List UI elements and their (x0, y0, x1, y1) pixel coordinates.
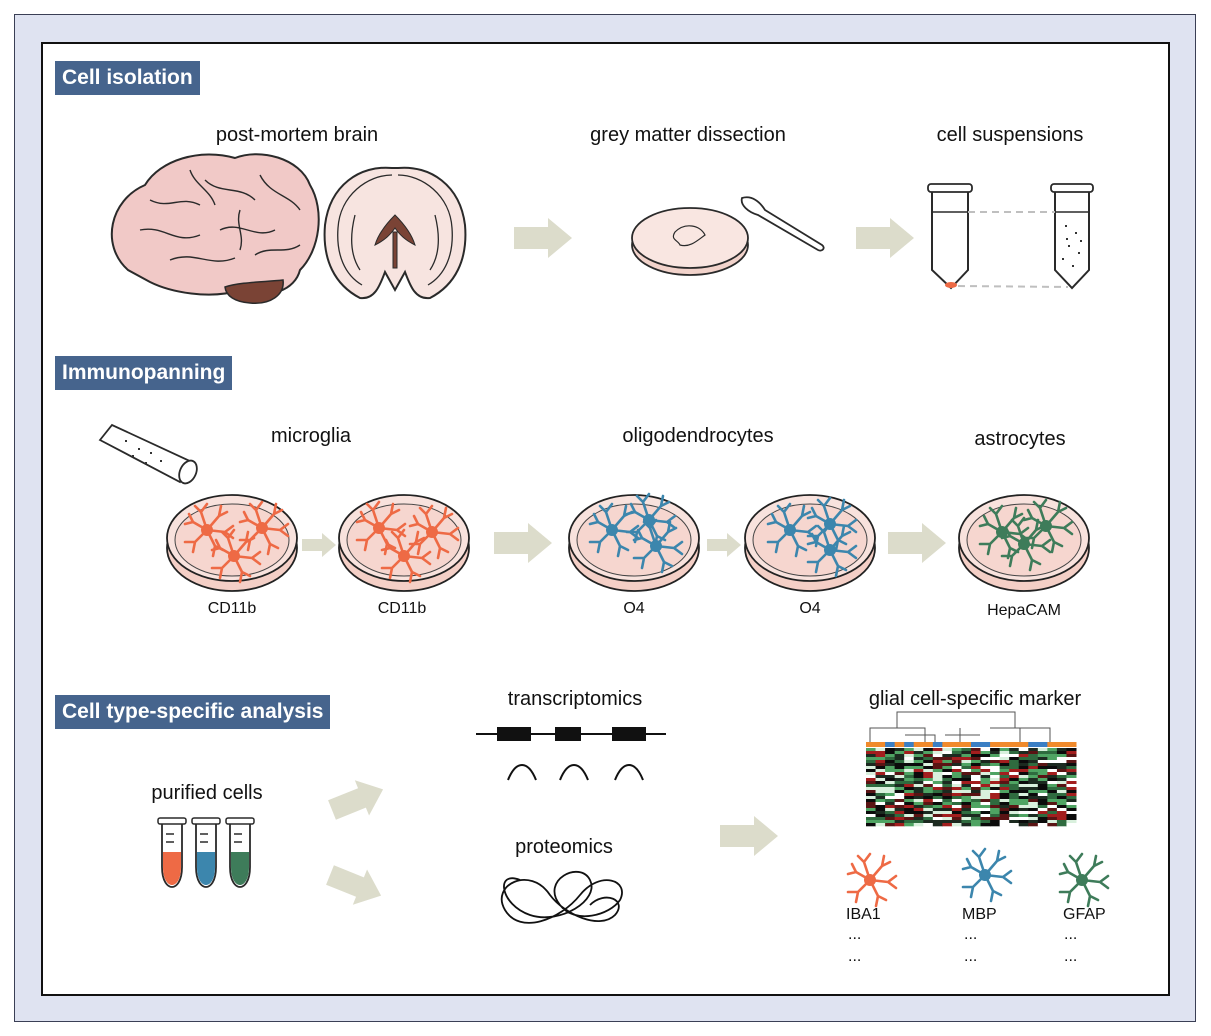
split-arrow-down (322, 857, 389, 914)
transcript-icon (476, 727, 666, 781)
label-astrocytes: astrocytes (974, 428, 1066, 450)
protein-icon (500, 870, 623, 924)
label-microglia: microglia (270, 425, 352, 447)
dish-marker-label: O4 (623, 600, 645, 617)
section-title-cell-isolation: Cell isolation (55, 61, 200, 95)
label-oligodendrocytes: oligodendrocytes (622, 425, 774, 447)
marker-ellipsis: ... (964, 926, 978, 943)
marker-ellipsis: ... (964, 948, 978, 965)
label-glial-marker: glial cell-specific marker (868, 688, 1082, 710)
dish-marker-label: CD11b (377, 600, 427, 617)
label-post-mortem-brain: post-mortem brain (215, 124, 379, 146)
oligodendrocyte-marker-icon (961, 847, 1013, 903)
section-title-analysis: Cell type-specific analysis (55, 695, 331, 729)
section-title-immunopanning: Immunopanning (55, 356, 233, 390)
label-cell-suspensions: cell suspensions (936, 124, 1084, 146)
heatmap-icon (866, 711, 1077, 827)
microglia-marker-icon (846, 852, 898, 908)
brain-lateral-icon (110, 153, 320, 304)
marker-ellipsis: ... (1064, 926, 1078, 943)
purified-cell-tubes-icon (157, 817, 255, 888)
label-transcriptomics: transcriptomics (507, 688, 643, 710)
label-purified-cells: purified cells (151, 782, 263, 804)
dish-marker-label: O4 (799, 600, 821, 617)
marker-ellipsis: ... (848, 948, 862, 965)
dissection-dish-icon (631, 207, 749, 276)
marker-name: MBP (962, 906, 997, 923)
astrocyte-marker-icon (1058, 852, 1110, 908)
petri-dish (338, 494, 470, 592)
label-proteomics: proteomics (515, 836, 613, 858)
marker-name: GFAP (1063, 906, 1106, 923)
label-grey-matter-dissection: grey matter dissection (590, 124, 786, 146)
marker-ellipsis: ... (1064, 948, 1078, 965)
marker-ellipsis: ... (848, 926, 862, 943)
marker-name: IBA1 (846, 906, 881, 923)
pouring-tube-icon (98, 423, 198, 485)
cell-suspension-tubes-icon (927, 183, 1094, 290)
dish-marker-label: CD11b (207, 600, 257, 617)
brain-coronal-icon (323, 166, 467, 300)
scalpel-icon (740, 196, 825, 252)
split-arrow-up (324, 771, 391, 828)
dish-marker-label: HepaCAM (987, 602, 1061, 619)
